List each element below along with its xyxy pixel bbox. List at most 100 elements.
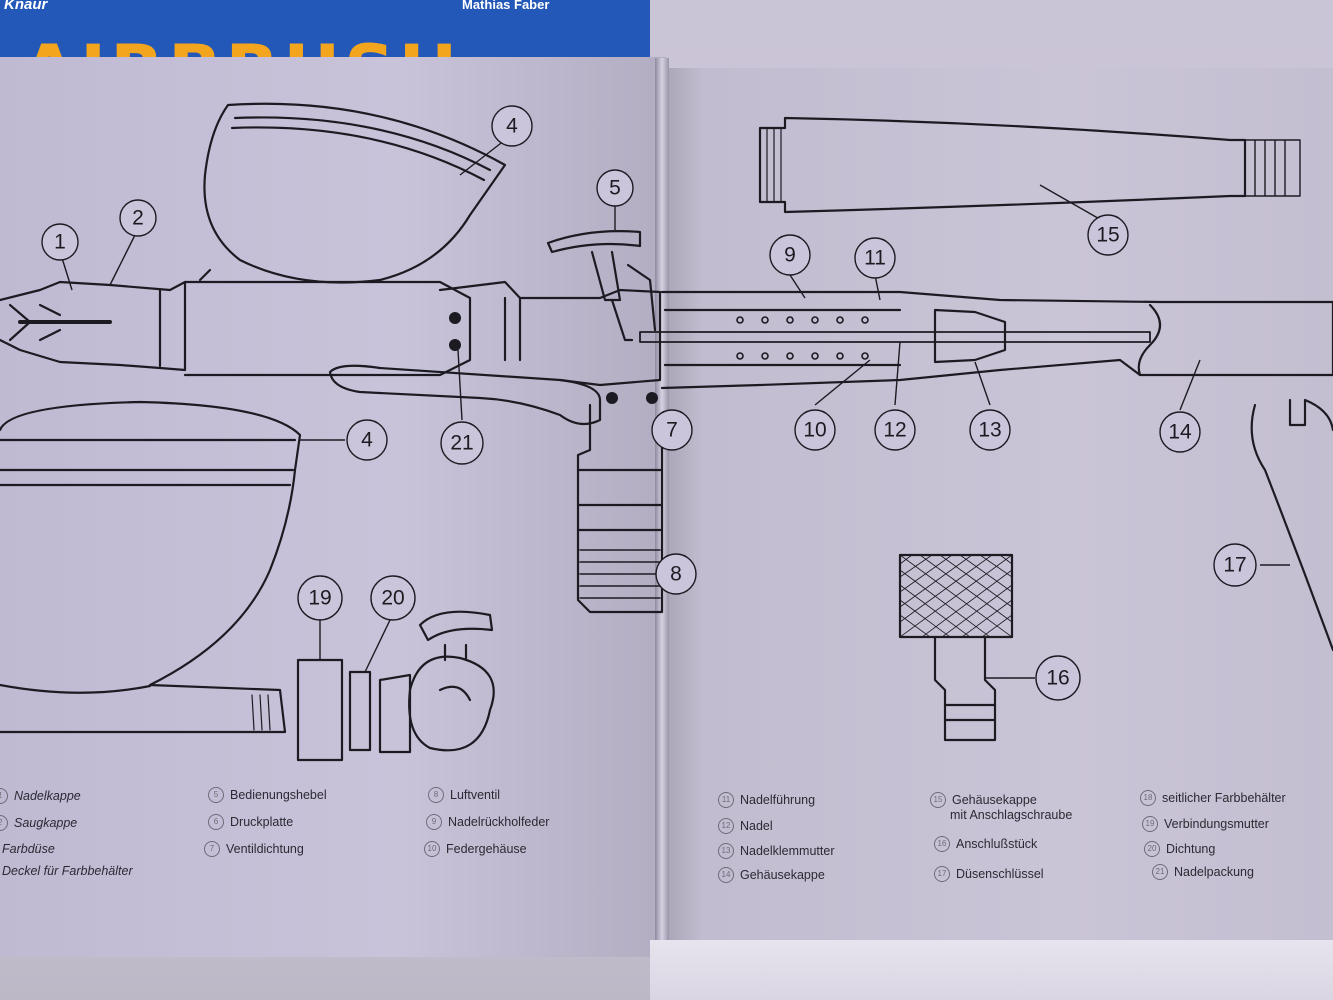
connector-nut-19: [296, 658, 344, 762]
callout-14: [1159, 411, 1201, 453]
legend-label: Nadelführung: [740, 793, 816, 807]
legend-label: Druckplatte: [230, 815, 294, 829]
legend-number: 18: [1140, 790, 1156, 806]
legend-number: 11: [718, 792, 734, 808]
legend-item: 1 Nadelkappe: [0, 788, 81, 804]
cover-title: AIRBRUSH: [22, 30, 461, 58]
legend-label: Nadelkappe: [14, 789, 81, 803]
legend-number: 1: [0, 788, 8, 804]
body-tube: [183, 280, 472, 377]
legend-label: Saugkappe: [14, 816, 78, 830]
legend-item: 7 Ventildichtung: [204, 841, 304, 857]
left-page: [0, 57, 666, 957]
legend-item: 11 Nadelführung: [718, 792, 815, 808]
legend-label: Nadelrückholfeder: [448, 815, 550, 829]
air-valve: [576, 403, 664, 614]
legend-label: Düsenschlüssel: [956, 867, 1044, 881]
housing-cap-15: [758, 116, 1247, 214]
legend-item: 17 Düsenschlüssel: [934, 866, 1044, 882]
callout-label: 4: [506, 115, 518, 138]
legend-number: 8: [428, 787, 444, 803]
callout-7: [651, 409, 693, 451]
legend-number: 10: [424, 841, 440, 857]
callout-20: [370, 575, 416, 621]
needle: [639, 331, 1151, 343]
legend-label: Bedienungshebel: [230, 788, 327, 802]
callout-4-side: [346, 419, 388, 461]
right-page: [662, 68, 1333, 966]
callout-label: 20: [381, 587, 404, 610]
publisher-logo: Knaur: [4, 0, 48, 13]
legend-label: Ventildichtung: [226, 842, 304, 856]
callout-21: [440, 421, 484, 465]
legend-number: 2: [0, 815, 8, 831]
legend-number: 5: [208, 787, 224, 803]
legend-item: 4Deckel für Farbbehälter: [0, 863, 133, 879]
trigger-lever: [546, 230, 642, 254]
callout-5: [596, 169, 634, 207]
callout-label: 13: [978, 419, 1001, 442]
legend-item: 8 Luftventil: [428, 787, 500, 803]
legend-label: Deckel für Farbbehälter: [2, 864, 133, 878]
legend-item: 2 Saugkappe: [0, 815, 77, 831]
callout-label: 5: [609, 177, 621, 200]
callout-9: [769, 234, 811, 276]
callout-label: 14: [1168, 421, 1192, 444]
legend-number: 13: [718, 843, 734, 859]
book-edge: [650, 940, 1333, 1000]
legend-sublabel: mit Anschlagschraube: [950, 808, 1073, 822]
connector-16: [898, 553, 1014, 639]
legend-label: Dichtung: [1166, 842, 1216, 856]
nozzle-assembly: [0, 280, 187, 372]
callout-15: [1087, 214, 1129, 256]
callout-label: 9: [784, 244, 796, 267]
callout-label: 19: [308, 587, 331, 610]
legend-label: Gehäusekappe: [740, 868, 825, 882]
callout-label: 4: [361, 429, 373, 452]
legend-item: 6 Druckplatte: [208, 814, 293, 830]
callout-label: 17: [1223, 554, 1246, 577]
legend-item: 3Farbdüse: [0, 841, 55, 857]
paint-cup-top: [203, 102, 507, 284]
legend-item: 16 Anschlußstück: [934, 836, 1037, 852]
callout-2: [119, 199, 157, 237]
callout-label: 10: [803, 419, 826, 442]
legend-number: 16: [934, 836, 950, 852]
legend-label: Farbdüse: [2, 842, 55, 856]
callout-label: 15: [1096, 224, 1119, 247]
callout-label: 21: [450, 432, 473, 455]
legend-number: 6: [208, 814, 224, 830]
legend-number: 9: [426, 814, 442, 830]
callout-label: 7: [666, 419, 678, 442]
callout-13: [969, 409, 1011, 451]
legend-number: 7: [204, 841, 220, 857]
callout-12: [874, 409, 916, 451]
callout-label: 11: [864, 247, 886, 270]
callout-16: [1035, 655, 1081, 701]
seal-20: [348, 670, 372, 752]
legend-item: 9 Nadelrückholfeder: [426, 814, 549, 830]
legend-label: Luftventil: [450, 788, 501, 802]
book-cover-strip: Knaur Mathias Faber AIRBRUSH: [0, 0, 650, 58]
callout-19: [297, 575, 343, 621]
callout-label: 2: [132, 207, 144, 230]
legend-number: 15: [930, 792, 946, 808]
nozzle-wrench-17: [1250, 398, 1333, 652]
callout-10: [794, 409, 836, 451]
legend-number: 12: [718, 818, 734, 834]
legend-label: Anschlußstück: [956, 837, 1038, 851]
callout-4-top: [491, 105, 533, 147]
callout-1: [41, 223, 79, 261]
callout-11: [854, 237, 896, 279]
legend-number: 17: [934, 866, 950, 882]
author-name: Mathias Faber: [462, 0, 550, 12]
callout-label: 12: [883, 419, 906, 442]
legend-label: Nadelklemmutter: [740, 844, 835, 858]
